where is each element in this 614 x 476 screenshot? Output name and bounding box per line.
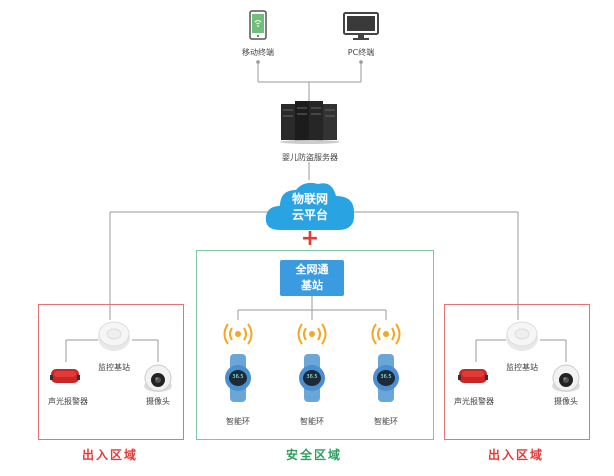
cloud-icon [265,182,355,230]
camera-icon [144,364,172,392]
server: 婴儿防盗服务器 [262,100,358,166]
hub-icon [506,321,538,351]
camera-icon [552,364,580,392]
server-icon [280,101,340,144]
wristband-icon [299,354,325,402]
alarm-light-icon [458,369,488,383]
right-alarm-label: 声光报警器 [454,397,494,406]
band-2-screen: 36.5 [306,374,318,380]
band-1: 36.5 智能环 [214,320,262,432]
pc-terminal: PC终端 [337,10,385,60]
server-label: 婴儿防盗服务器 [282,153,338,162]
cloud-line1: 物联网 [291,192,328,206]
signal-icon [297,323,327,345]
base-station-line1: 全网通 [295,263,329,276]
left-camera-label: 摄像头 [146,397,170,406]
iot-cloud-platform: 物联网 云平台 [262,178,358,234]
band-1-screen: 36.5 [232,374,244,380]
right-hub-label: 监控基站 [506,363,538,372]
mobile-terminal-label: 移动终端 [242,48,274,57]
wristband-icon [225,354,251,402]
safe-zone-title: 安全区域 [285,448,342,462]
band-3-label: 智能环 [374,417,398,426]
band-3: 36.5 智能环 [362,320,410,432]
right-zone-title: 出入区域 [487,448,544,462]
phone-icon [249,10,267,40]
cloud-line2: 云平台 [291,208,328,222]
hub-icon [98,321,130,351]
base-station-line2: 基站 [301,279,323,292]
left-entry-zone [38,304,184,440]
pc-terminal-label: PC终端 [347,48,375,57]
right-entry-zone [444,304,590,440]
monitor-icon [343,12,379,40]
safe-zone [196,250,434,440]
mobile-terminal: 移动终端 [236,10,280,60]
alarm-light-icon [50,369,80,383]
signal-icon [371,323,401,345]
wristband-icon [373,354,399,402]
band-1-label: 智能环 [226,417,250,426]
band-2: 36.5 智能环 [288,320,336,432]
left-alarm-label: 声光报警器 [48,397,88,406]
plus-sign: + [300,226,320,251]
right-camera-label: 摄像头 [554,397,578,406]
base-station: 全网通 基站 [280,260,344,296]
left-zone-title: 出入区域 [81,448,138,462]
band-2-label: 智能环 [300,417,324,426]
band-3-screen: 36.5 [380,374,392,380]
left-hub-label: 监控基站 [98,363,130,372]
signal-icon [223,323,253,345]
